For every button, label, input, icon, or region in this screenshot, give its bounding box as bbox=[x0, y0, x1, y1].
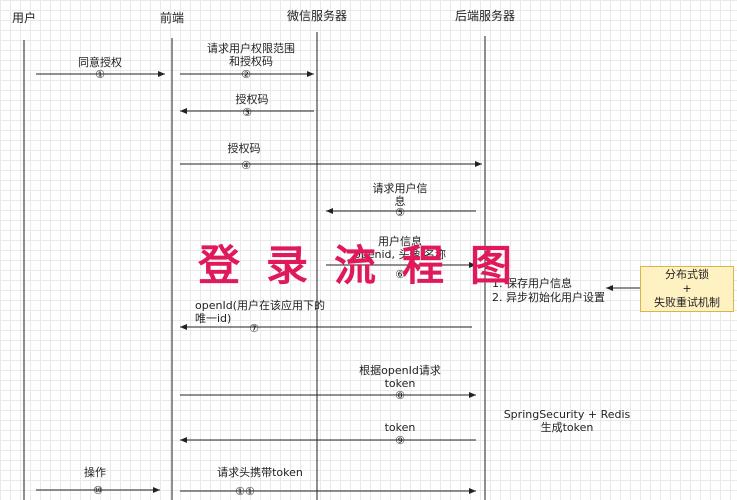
message-1-number: ① bbox=[95, 68, 105, 81]
message-6-number: ⑥ bbox=[395, 268, 405, 281]
participant-user: 用户 bbox=[11, 11, 36, 25]
message-2-label: 请求用户权限范围 bbox=[207, 42, 295, 55]
message-10-label: 操作 bbox=[84, 466, 106, 479]
message-8-label: 根据openId请求 bbox=[359, 364, 441, 377]
participant-wechat-server: 微信服务器 bbox=[286, 9, 347, 23]
message-8-number: ⑧ bbox=[395, 389, 405, 402]
message-9-number: ⑨ bbox=[395, 434, 405, 447]
message-9-label: token bbox=[384, 421, 416, 434]
message-1-label: 同意授权 bbox=[78, 56, 122, 69]
message-2-label-line2: 和授权码 bbox=[229, 55, 273, 68]
message-8-label-line2: token bbox=[384, 377, 416, 390]
message-3-label: 授权码 bbox=[235, 93, 269, 106]
message-3-number: ③ bbox=[242, 106, 252, 119]
message-11-label: 请求头携带token bbox=[217, 466, 303, 479]
message-5-label-line2: 息 bbox=[394, 195, 406, 208]
watermark-title: 登录流程图 bbox=[198, 241, 539, 290]
message-6-label-line2: openid, 头像,名称 bbox=[354, 248, 446, 261]
sticky-note-distributed-lock: 分布式锁 + 失败重试机制 bbox=[640, 266, 734, 312]
message-5-number: ⑤ bbox=[395, 206, 405, 219]
message-2-number: ② bbox=[241, 68, 251, 81]
sticky-note-line1: 分布式锁 bbox=[665, 268, 709, 281]
backend-note-token-gen-line2: 生成token bbox=[540, 421, 594, 434]
message-4-label: 授权码 bbox=[227, 142, 261, 155]
message-4-number: ④ bbox=[241, 159, 251, 172]
message-6-label: 用户信息 bbox=[378, 235, 422, 248]
participant-backend-server: 后端服务器 bbox=[454, 9, 515, 23]
backend-note-save-user: 1. 保存用户信息 bbox=[492, 277, 572, 290]
backend-note-token-gen: SpringSecurity + Redis bbox=[503, 408, 631, 421]
sticky-note-line2: + bbox=[682, 282, 692, 295]
message-7-number: ⑦ bbox=[249, 322, 259, 335]
participant-frontend: 前端 bbox=[159, 11, 184, 25]
message-11-number: ①① bbox=[235, 485, 255, 498]
message-5-label: 请求用户信 bbox=[372, 182, 428, 195]
message-10-number: ⑩ bbox=[93, 484, 103, 497]
message-7-label-line2: 唯一id) bbox=[195, 312, 232, 325]
backend-note-init-settings: 2. 异步初始化用户设置 bbox=[492, 291, 605, 304]
message-7-label: openId(用户在该应用下的 bbox=[195, 299, 325, 312]
sticky-note-line3: 失败重试机制 bbox=[654, 296, 720, 309]
